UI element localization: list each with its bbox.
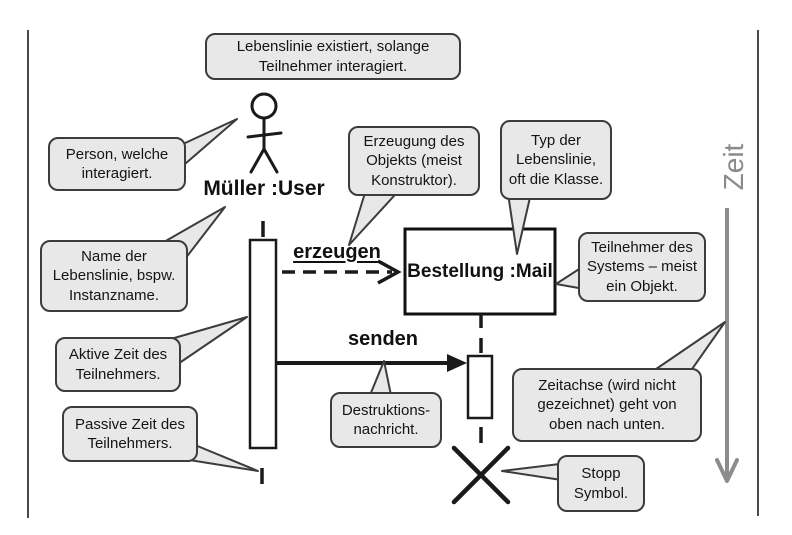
callout-name-note: Name der Lebenslinie, bspw. Instanzname.	[40, 240, 188, 312]
object-name-label: Bestellung :Mail	[407, 260, 553, 282]
time-axis-arrowhead-icon	[715, 458, 739, 483]
actor-name-label: Müller :User	[203, 177, 325, 200]
callout-stop-symbol-note: Stopp Symbol.	[557, 455, 645, 512]
create-message-label: erzeugen	[293, 240, 381, 263]
actor-leg-left	[249, 147, 266, 174]
stop-symbol-icon	[451, 445, 511, 505]
callout-lifeline-note: Lebenslinie existiert, solange Teilnehme…	[205, 33, 461, 80]
send-message-label: senden	[347, 327, 419, 350]
callout-type-note: Typ der Lebenslinie, oft die Klasse.	[500, 120, 612, 200]
actor-head	[250, 92, 278, 120]
callout-time-axis-note: Zeitachse (wird nicht gezeichnet) geht v…	[512, 368, 702, 442]
callout-creation-note: Erzeugung des Objekts (meist Konstruktor…	[348, 126, 480, 196]
callout-passive-time-note: Passive Zeit des Teilnehmers.	[62, 406, 198, 462]
callout-participant-note: Teilnehmer des Systems – meist ein Objek…	[578, 232, 706, 302]
actor-activation-bar	[248, 238, 278, 450]
actor-leg-right	[262, 147, 279, 174]
send-message-filled-arrowhead-icon	[447, 354, 467, 372]
time-axis-label: Zeit	[718, 143, 749, 191]
actor-arms	[246, 131, 283, 139]
callout-destruction-note: Destruktions- nachricht.	[330, 392, 442, 448]
create-message-open-arrowhead-icon	[377, 259, 402, 285]
callout-person-note: Person, welche interagiert.	[48, 137, 186, 191]
actor-stick-figure-icon	[246, 92, 283, 174]
object-activation-bar	[466, 354, 494, 420]
callout-active-time-note: Aktive Zeit des Teilnehmers.	[55, 337, 181, 392]
